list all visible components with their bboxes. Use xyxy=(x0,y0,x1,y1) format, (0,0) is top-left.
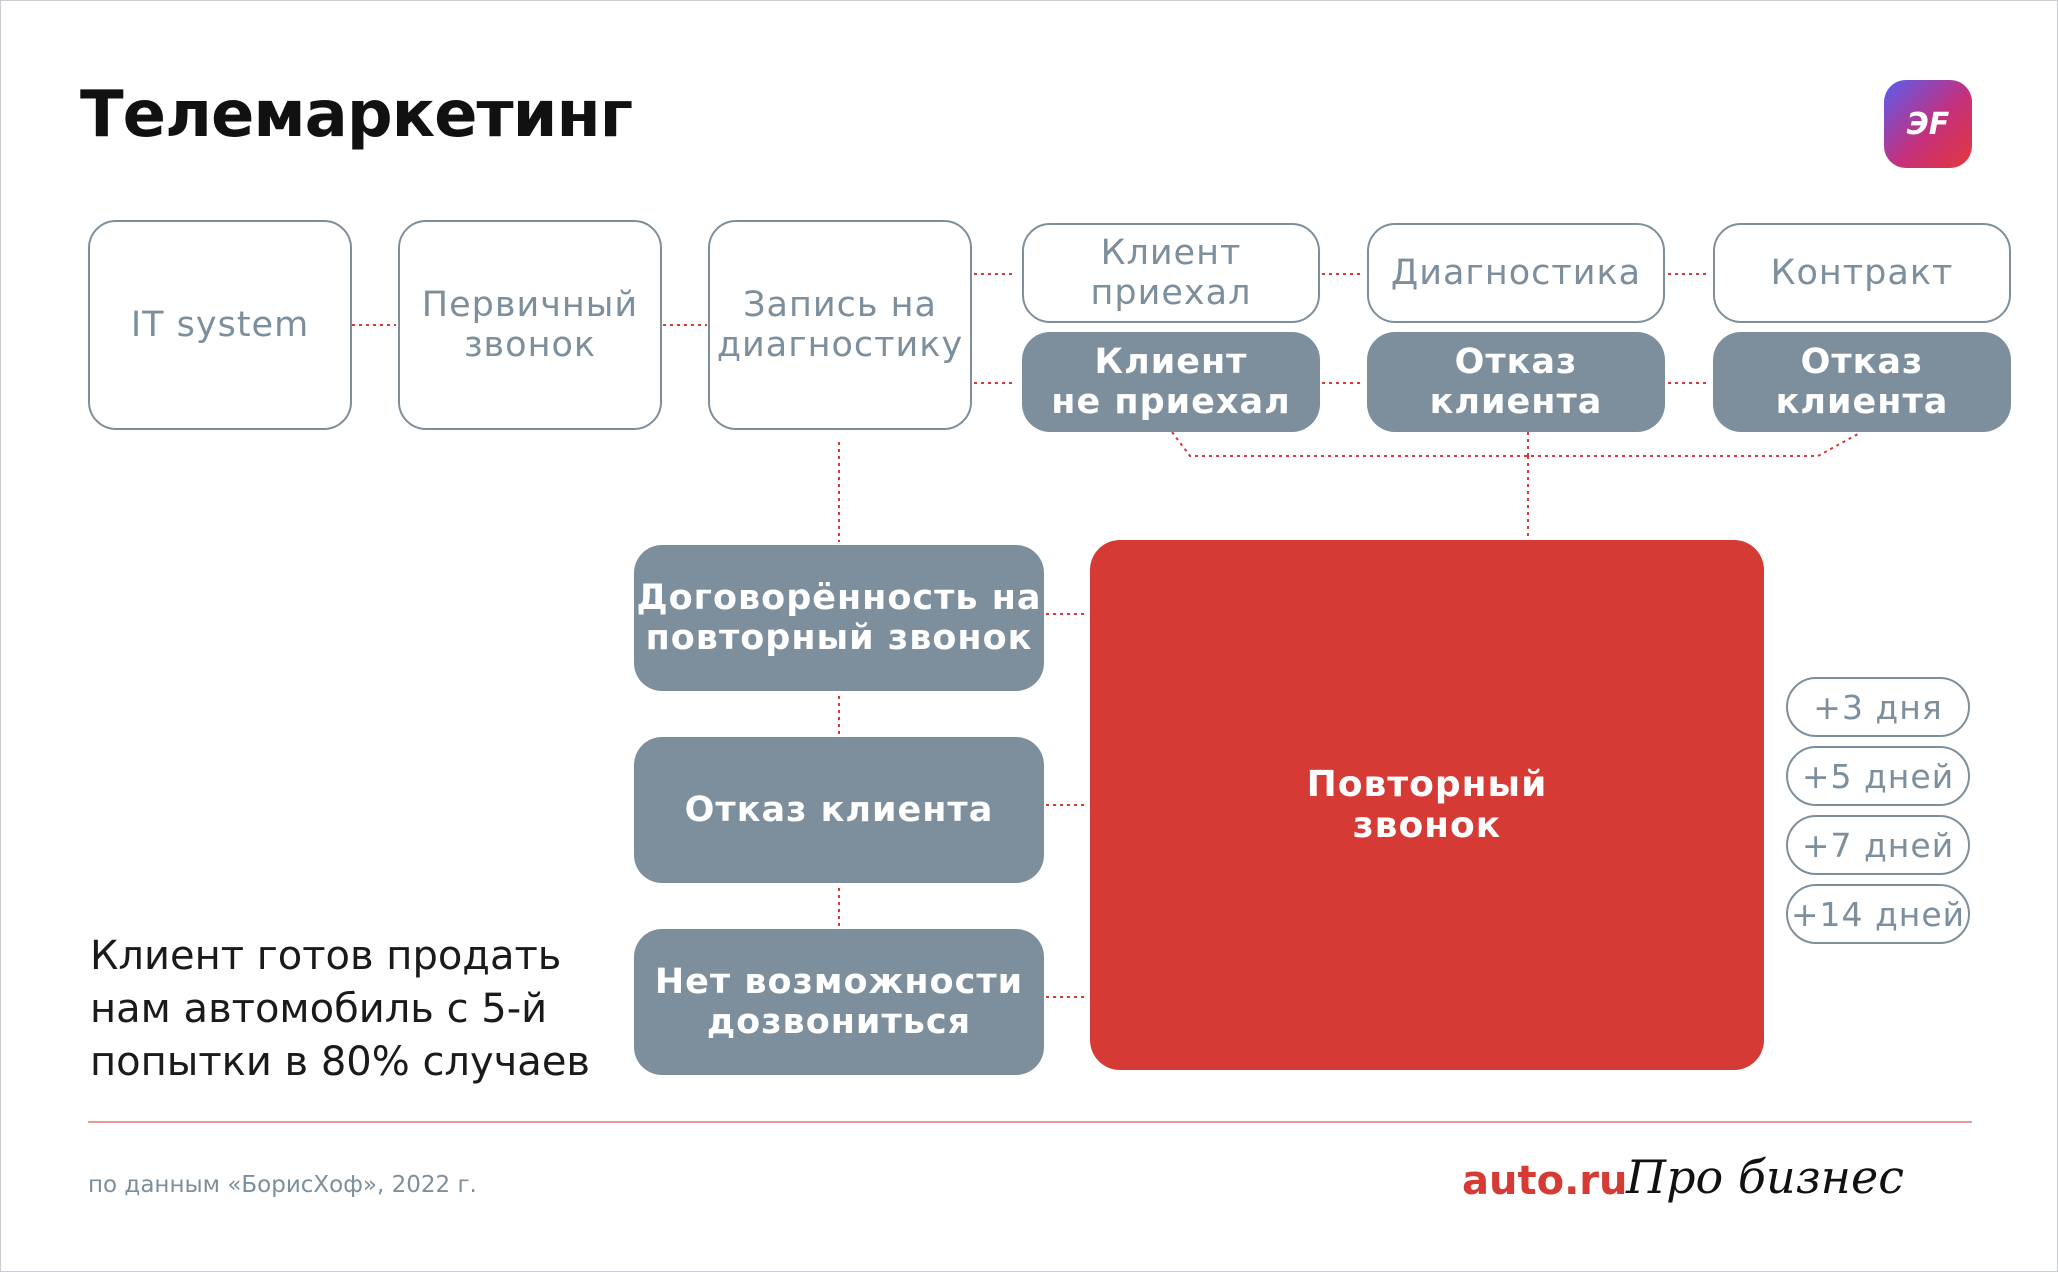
footer-divider xyxy=(88,1121,1972,1123)
no-reach-node: Нет возможности дозвониться xyxy=(634,929,1044,1075)
first-call-node: Первичный звонок xyxy=(398,220,662,430)
booking-node: Запись на диагностику xyxy=(708,220,972,430)
it-system-node: IT system xyxy=(88,220,352,430)
brand-script-logo: Про бизнес xyxy=(1626,1150,1904,1204)
refusal-middle-node: Отказ клиента xyxy=(634,737,1044,883)
key-fact-note: Клиент готов продать нам автомобиль с 5-… xyxy=(90,933,590,1085)
repeat-call-node: Повторный звонок xyxy=(1090,540,1764,1070)
app-logo: ЭF xyxy=(1884,80,1972,168)
interval-pill: +5 дней xyxy=(1786,746,1970,806)
connector-bracket xyxy=(1171,431,1859,457)
refusal-node-1: Отказ клиента xyxy=(1367,332,1665,432)
client-arrived-node: Клиент приехал xyxy=(1022,223,1320,323)
refusal-node-2: Отказ клиента xyxy=(1713,332,2011,432)
page-title: Телемаркетинг xyxy=(80,78,633,152)
interval-pill: +7 дней xyxy=(1786,815,1970,875)
contract-node: Контракт xyxy=(1713,223,2011,323)
interval-pill: +14 дней xyxy=(1786,884,1970,944)
interval-pill: +3 дня xyxy=(1786,677,1970,737)
client-not-arrived-node: Клиент не приехал xyxy=(1022,332,1320,432)
brand-logo: auto.ru xyxy=(1462,1158,1628,1204)
source-caption: по данным «БорисХоф», 2022 г. xyxy=(88,1172,477,1198)
diagnostics-node: Диагностика xyxy=(1367,223,1665,323)
agreement-node: Договорённость на повторный звонок xyxy=(634,545,1044,691)
